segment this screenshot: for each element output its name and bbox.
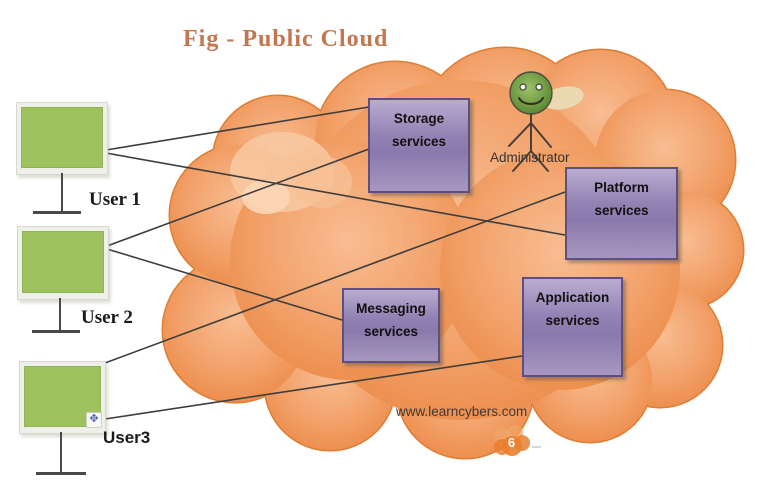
monitor-user1-base bbox=[33, 211, 81, 214]
storage-label-line2: services bbox=[391, 134, 447, 149]
user1-label: User 1 bbox=[89, 189, 141, 210]
badge-number: 6 bbox=[507, 435, 516, 450]
line-user1-storage bbox=[105, 106, 370, 151]
move-icon[interactable]: ✥ bbox=[86, 412, 102, 428]
monitor-user1 bbox=[16, 102, 108, 175]
administrator-label: Administrator bbox=[490, 150, 570, 165]
line-user3-platform bbox=[104, 191, 566, 364]
messaging-label-line2: services bbox=[363, 324, 419, 339]
platform-label-line1: Platform bbox=[594, 180, 649, 195]
messaging-label-line1: Messaging bbox=[356, 301, 426, 316]
line-user2-storage bbox=[106, 148, 370, 247]
line-user3-application bbox=[104, 355, 523, 420]
administrator-figure bbox=[508, 71, 584, 172]
watermark-text: www.learncybers.com bbox=[396, 404, 528, 419]
user3-label: User3 bbox=[103, 428, 151, 447]
page-title: Fig - Public Cloud bbox=[183, 26, 389, 52]
storage-label-line1: Storage bbox=[393, 111, 445, 126]
admin-eye-right bbox=[535, 83, 543, 91]
monitor-user2-stand bbox=[59, 298, 61, 331]
smudge-artifact bbox=[532, 446, 541, 448]
admin-head bbox=[509, 71, 553, 115]
service-box-messaging: Messaging services bbox=[342, 288, 440, 363]
line-user1-platform bbox=[105, 152, 566, 236]
application-label-line2: services bbox=[545, 313, 600, 328]
admin-smile bbox=[518, 97, 544, 105]
service-box-application: Application services bbox=[522, 277, 623, 377]
monitor-user3-stand bbox=[60, 432, 62, 473]
user2-label: User 2 bbox=[81, 307, 133, 328]
admin-eye-left bbox=[519, 83, 527, 91]
service-box-platform: Platform services bbox=[565, 167, 678, 260]
monitor-user3-base bbox=[36, 472, 86, 475]
monitor-user1-stand bbox=[61, 173, 63, 212]
connection-lines bbox=[104, 106, 566, 420]
platform-label-line2: services bbox=[594, 203, 649, 218]
service-box-storage: Storage services bbox=[368, 98, 470, 193]
monitor-user2 bbox=[17, 226, 109, 300]
monitor-user1-screen bbox=[21, 107, 103, 168]
monitor-user2-base bbox=[32, 330, 80, 333]
line-user2-messaging bbox=[106, 248, 343, 321]
application-label-line1: Application bbox=[535, 290, 610, 305]
admin-stick-body bbox=[508, 113, 552, 172]
badge-cloud bbox=[494, 425, 530, 456]
monitor-user2-screen bbox=[22, 231, 104, 293]
